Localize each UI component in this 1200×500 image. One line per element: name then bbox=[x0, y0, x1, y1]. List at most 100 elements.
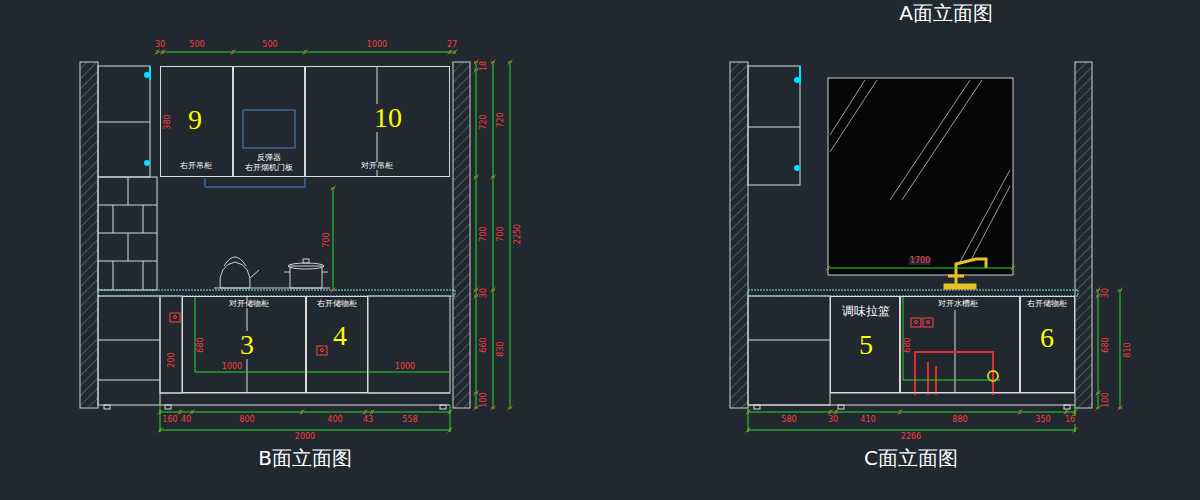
dimension-label: 16 bbox=[1064, 416, 1076, 424]
cookware bbox=[284, 272, 290, 273]
cabinet-door: 调味拉篮5 bbox=[830, 296, 900, 393]
cabinet-label: 对开水槽柜 bbox=[937, 300, 979, 308]
dimension-line bbox=[300, 410, 305, 415]
cabinet-line bbox=[1064, 405, 1070, 409]
dimension-label: 1700 bbox=[909, 257, 931, 265]
dimension-line bbox=[1118, 288, 1123, 293]
dimension-line bbox=[331, 186, 336, 191]
cabinet-line bbox=[440, 405, 446, 409]
wall-section bbox=[80, 62, 98, 408]
dimension-line bbox=[748, 405, 749, 432]
dimension-label: 580 bbox=[780, 416, 797, 424]
cookware bbox=[303, 259, 309, 263]
dimension-line bbox=[331, 288, 336, 293]
dimension-line bbox=[1018, 410, 1023, 415]
side-cabinet bbox=[748, 296, 830, 405]
dimension-line bbox=[491, 288, 496, 293]
dimension-label: 700 bbox=[323, 231, 331, 248]
side-cabinet bbox=[113, 261, 114, 290]
side-cabinet bbox=[113, 205, 114, 233]
dimension-line bbox=[1098, 290, 1099, 408]
cookware bbox=[214, 288, 330, 289]
dimension-label: 500 bbox=[188, 41, 205, 49]
side-cabinet bbox=[98, 296, 160, 405]
dimension-line bbox=[510, 62, 511, 408]
window bbox=[828, 78, 1013, 275]
dimension-line bbox=[834, 410, 839, 415]
dimension-line bbox=[476, 62, 477, 408]
range-hood bbox=[205, 110, 305, 187]
dimension-label: 558 bbox=[401, 416, 418, 424]
dimension-line bbox=[491, 175, 496, 180]
dimension-label: 410 bbox=[859, 416, 876, 424]
cabinet-label: 对开储物柜 bbox=[228, 300, 270, 308]
dimension-label: 830 bbox=[497, 340, 505, 357]
side-cabinet bbox=[143, 261, 144, 290]
dimension-line bbox=[826, 266, 831, 271]
dimension-label: 1000 bbox=[221, 363, 243, 371]
dimension-label: 810 bbox=[1124, 341, 1132, 358]
range-hood bbox=[243, 110, 295, 148]
dimension-line bbox=[508, 60, 513, 65]
dimension-label: 400 bbox=[326, 416, 343, 424]
dimension-label: 680 bbox=[904, 336, 912, 353]
cookware bbox=[322, 272, 328, 273]
dimension-label: 1000 bbox=[394, 363, 416, 371]
pipe bbox=[915, 352, 993, 395]
wall-section bbox=[453, 62, 470, 408]
window bbox=[830, 80, 1010, 262]
dimension-label: 30 bbox=[827, 416, 839, 424]
dimension-label: 700 bbox=[497, 225, 505, 242]
dimension-line bbox=[474, 68, 479, 73]
dimension-line bbox=[474, 391, 479, 396]
dimension-label: 680 bbox=[1102, 336, 1110, 353]
hinge bbox=[144, 160, 150, 166]
cabinet-line bbox=[368, 296, 450, 393]
dimension-line bbox=[474, 288, 479, 293]
dimension-line bbox=[474, 175, 479, 180]
window bbox=[902, 80, 982, 200]
cookware bbox=[288, 263, 324, 269]
cabinet-line bbox=[104, 405, 110, 409]
dimension-label: 2000 bbox=[294, 433, 316, 441]
dimension-line bbox=[1011, 266, 1016, 271]
window bbox=[960, 170, 1010, 262]
side-cabinet bbox=[98, 340, 160, 341]
dimension-line bbox=[453, 50, 458, 55]
dimension-label: 350 bbox=[1034, 416, 1051, 424]
dimension-line bbox=[491, 60, 496, 65]
window bbox=[890, 80, 970, 200]
dimension-line bbox=[195, 296, 196, 372]
socket bbox=[923, 318, 933, 327]
cabinet-door: 对开水槽柜 bbox=[900, 296, 1020, 393]
socket bbox=[911, 318, 921, 327]
dimension-line bbox=[474, 294, 479, 299]
dimension-label: 880 bbox=[951, 416, 968, 424]
socket bbox=[321, 349, 324, 352]
dimension-line bbox=[474, 60, 479, 65]
cabinet-door: 反弹器右开烟机门板 bbox=[233, 66, 305, 177]
dimension-line bbox=[903, 380, 1000, 381]
side-cabinet bbox=[98, 380, 160, 381]
callout-number: 4 bbox=[332, 322, 348, 350]
pipe bbox=[927, 362, 929, 395]
view-title: C面立面图 bbox=[863, 448, 959, 468]
dimension-line bbox=[195, 372, 450, 373]
cabinet-label: 右开储物柜 bbox=[1026, 300, 1068, 308]
hinge bbox=[149, 66, 151, 80]
dimension-line bbox=[1120, 290, 1121, 408]
dimension-label: 160 bbox=[161, 416, 178, 424]
cabinet-line bbox=[104, 66, 1075, 409]
dimension-label: 18 bbox=[480, 60, 488, 72]
dimension-label: 720 bbox=[480, 113, 488, 130]
dimension-line bbox=[1096, 294, 1101, 299]
dimension-line bbox=[160, 405, 161, 432]
socket bbox=[927, 321, 930, 324]
callout-number: 10 bbox=[373, 104, 403, 132]
dimension-line bbox=[190, 410, 195, 415]
socket bbox=[915, 321, 918, 324]
wall-section bbox=[80, 62, 1092, 408]
dimension-label: 2266 bbox=[900, 433, 922, 441]
dimension-label: 100 bbox=[480, 391, 488, 408]
